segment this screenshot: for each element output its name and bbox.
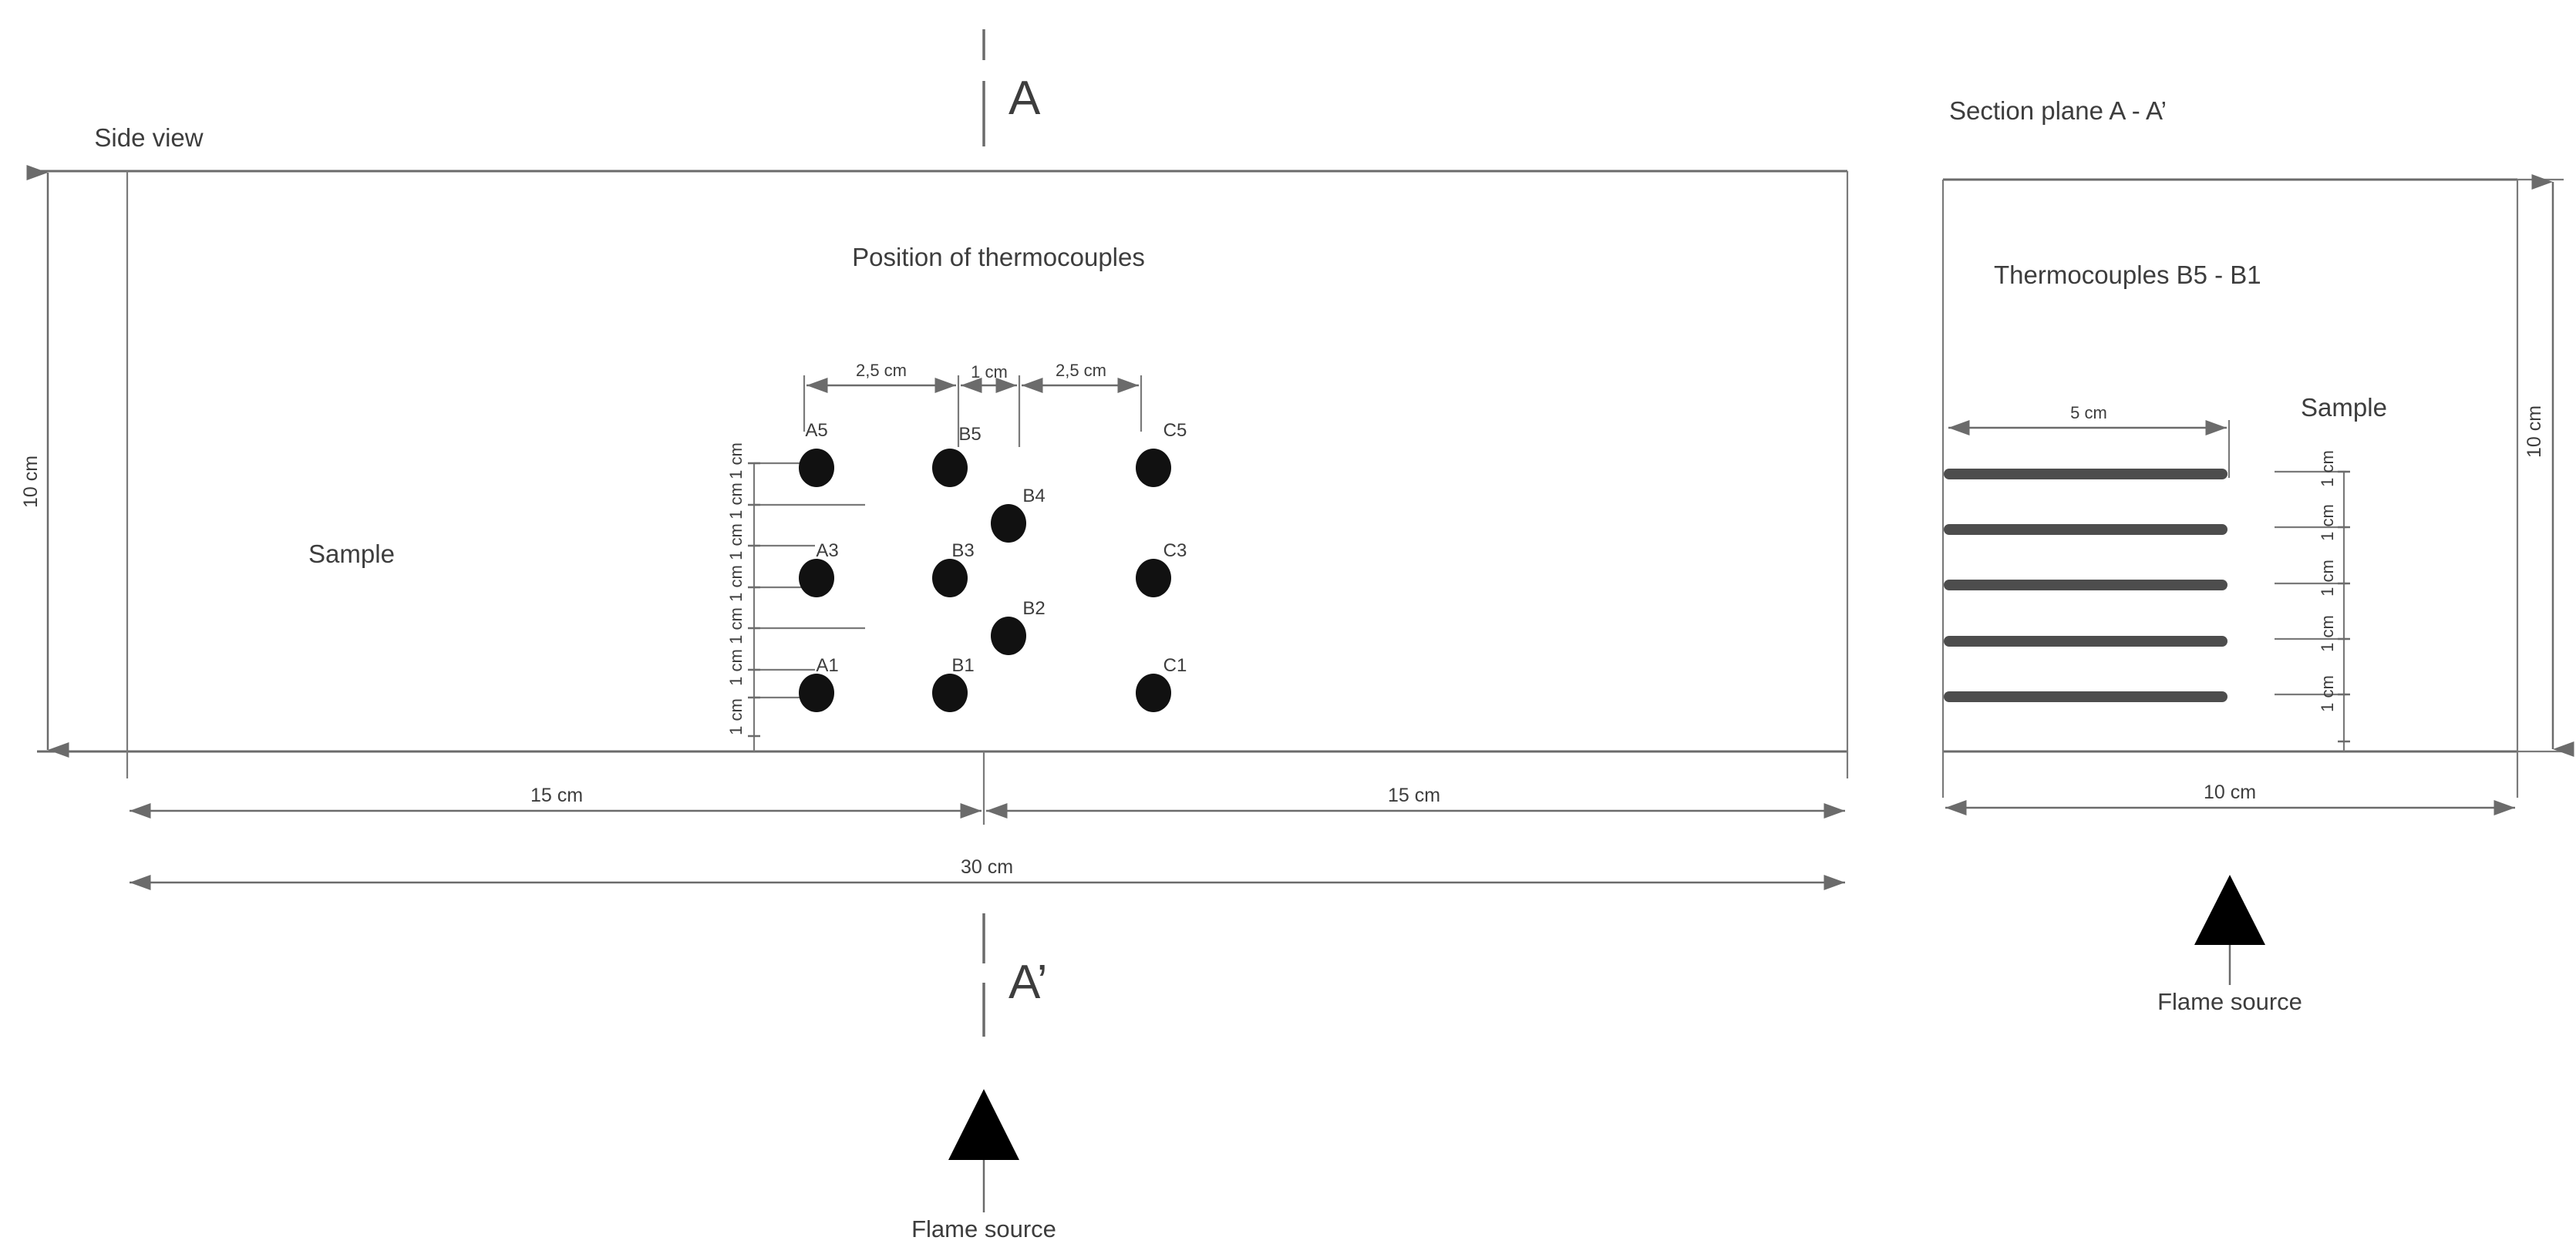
section-marker-top: A: [982, 29, 1041, 146]
right-vchain-label-4: 1 cm: [2318, 675, 2337, 712]
vchain-label-4: 1 cm: [726, 607, 746, 644]
thermocouple-C3-label: C3: [1163, 540, 1187, 561]
thermocouple-B3-label: B3: [951, 540, 974, 561]
right-height-dimension-label: 10 cm: [2524, 405, 2545, 458]
thermocouple-B1: B1: [932, 655, 975, 712]
flame-source-right-label: Flame source: [2157, 988, 2302, 1015]
thermocouple-A3-label: A3: [816, 540, 838, 561]
thermocouple-B5: B5: [932, 424, 982, 487]
section-marker-bottom: A’: [982, 913, 1048, 1037]
hchain-label-1: 1 cm: [971, 362, 1008, 382]
thermocouple-C1: C1: [1136, 655, 1187, 712]
thermocouple-rod-group: [1944, 469, 2227, 702]
right-width-dimension-label: 10 cm: [2204, 782, 2256, 803]
section-marker-top-label: A: [1009, 72, 1041, 125]
right-vchain-label-1: 1 cm: [2318, 504, 2337, 541]
hchain-label-0: 2,5 cm: [856, 361, 907, 380]
thermocouple-B2: B2: [991, 598, 1046, 655]
section-marker-bottom-label: A’: [1009, 956, 1048, 1009]
thermocouple-C5: C5: [1136, 420, 1187, 487]
left-height-dimension-label: 10 cm: [20, 456, 42, 508]
thermocouples-b5-b1-title: Thermocouples B5 - B1: [1994, 261, 2261, 289]
vchain-label-0: 1 cm: [726, 442, 746, 479]
thermocouple-rod-b3: [1944, 580, 2227, 590]
right-section-view: Section plane A - A’ Thermocouples B5 - …: [1941, 96, 2574, 1015]
sample-label-right: Sample: [2301, 393, 2387, 422]
thermocouple-rod-b1: [1944, 691, 2227, 702]
thermocouple-rod-b2: [1944, 636, 2227, 647]
vertical-dimension-chain: 1 cm 1 cm 1 cm 1 cm 1 cm 1 cm 1 cm: [726, 442, 865, 751]
flame-source-left-label: Flame source: [911, 1215, 1056, 1242]
vchain-label-3: 1 cm: [726, 565, 746, 602]
thermocouple-B5-label: B5: [958, 424, 981, 445]
thermocouple-B4: B4: [991, 486, 1046, 543]
flame-source-arrow-left-icon: [948, 1089, 1019, 1160]
right-width-dimension: 10 cm: [1945, 782, 2515, 815]
bottom-half-dimensions: 15 cm 15 cm: [130, 751, 1845, 825]
position-of-thermocouples-title: Position of thermocouples: [852, 243, 1145, 271]
thermocouple-A5-label: A5: [805, 420, 827, 441]
thermocouple-C3: C3: [1136, 540, 1187, 597]
thermocouple-B3: B3: [932, 540, 975, 597]
rod-length-dimension: 5 cm: [1948, 403, 2231, 478]
sample-label-left: Sample: [308, 540, 395, 568]
right-vchain-label-2: 1 cm: [2318, 560, 2337, 597]
bottom-total-dimension: 30 cm: [130, 856, 1845, 890]
bottom-total-label: 30 cm: [961, 856, 1013, 878]
rod-length-dimension-label: 5 cm: [2070, 403, 2107, 422]
thermocouple-B2-label: B2: [1022, 598, 1045, 619]
thermocouple-A1-label: A1: [816, 655, 838, 676]
bottom-right-half-label: 15 cm: [1388, 785, 1440, 806]
sample-outline-right: [1941, 178, 2519, 798]
vchain-label-5: 1 cm: [726, 649, 746, 686]
thermocouple-rod-b4: [1944, 524, 2227, 535]
right-vertical-dimension-chain: 1 cm 1 cm 1 cm 1 cm 1 cm: [2275, 450, 2350, 751]
flame-source-right: Flame source: [2157, 875, 2302, 1015]
thermocouple-group-left: A5 A3 A1 B5 B4 B3: [799, 420, 1187, 712]
bottom-left-half-label: 15 cm: [530, 785, 583, 806]
sample-outline-left: [37, 170, 1849, 778]
flame-source-left: Flame source: [911, 1089, 1056, 1242]
thermocouple-rod-b5: [1944, 469, 2227, 479]
thermocouple-B4-label: B4: [1022, 486, 1045, 506]
vchain-label-2: 1 cm: [726, 523, 746, 560]
flame-source-arrow-right-icon: [2194, 875, 2265, 945]
vchain-label-6: 1 cm: [726, 698, 746, 735]
thermocouple-C5-label: C5: [1163, 420, 1187, 441]
thermocouple-B1-label: B1: [951, 655, 974, 676]
section-plane-title: Section plane A - A’: [1949, 96, 2167, 125]
thermocouple-A5: A5: [799, 420, 834, 487]
right-height-dimension: 10 cm: [2517, 174, 2574, 757]
vchain-label-1: 1 cm: [726, 482, 746, 519]
right-vchain-label-3: 1 cm: [2318, 615, 2337, 652]
side-view-title: Side view: [94, 123, 203, 152]
right-vchain-label-0: 1 cm: [2318, 450, 2337, 487]
left-height-dimension: 10 cm: [20, 165, 69, 758]
thermocouple-C1-label: C1: [1163, 655, 1187, 676]
horizontal-dimension-chain: 2,5 cm 1 cm 2,5 cm: [803, 361, 1143, 447]
left-side-view: Side view A 10 cm Position of thermocoup…: [20, 29, 1849, 1242]
thermocouple-A1: A1: [799, 655, 839, 712]
thermocouple-A3: A3: [799, 540, 839, 597]
hchain-label-2: 2,5 cm: [1056, 361, 1106, 380]
